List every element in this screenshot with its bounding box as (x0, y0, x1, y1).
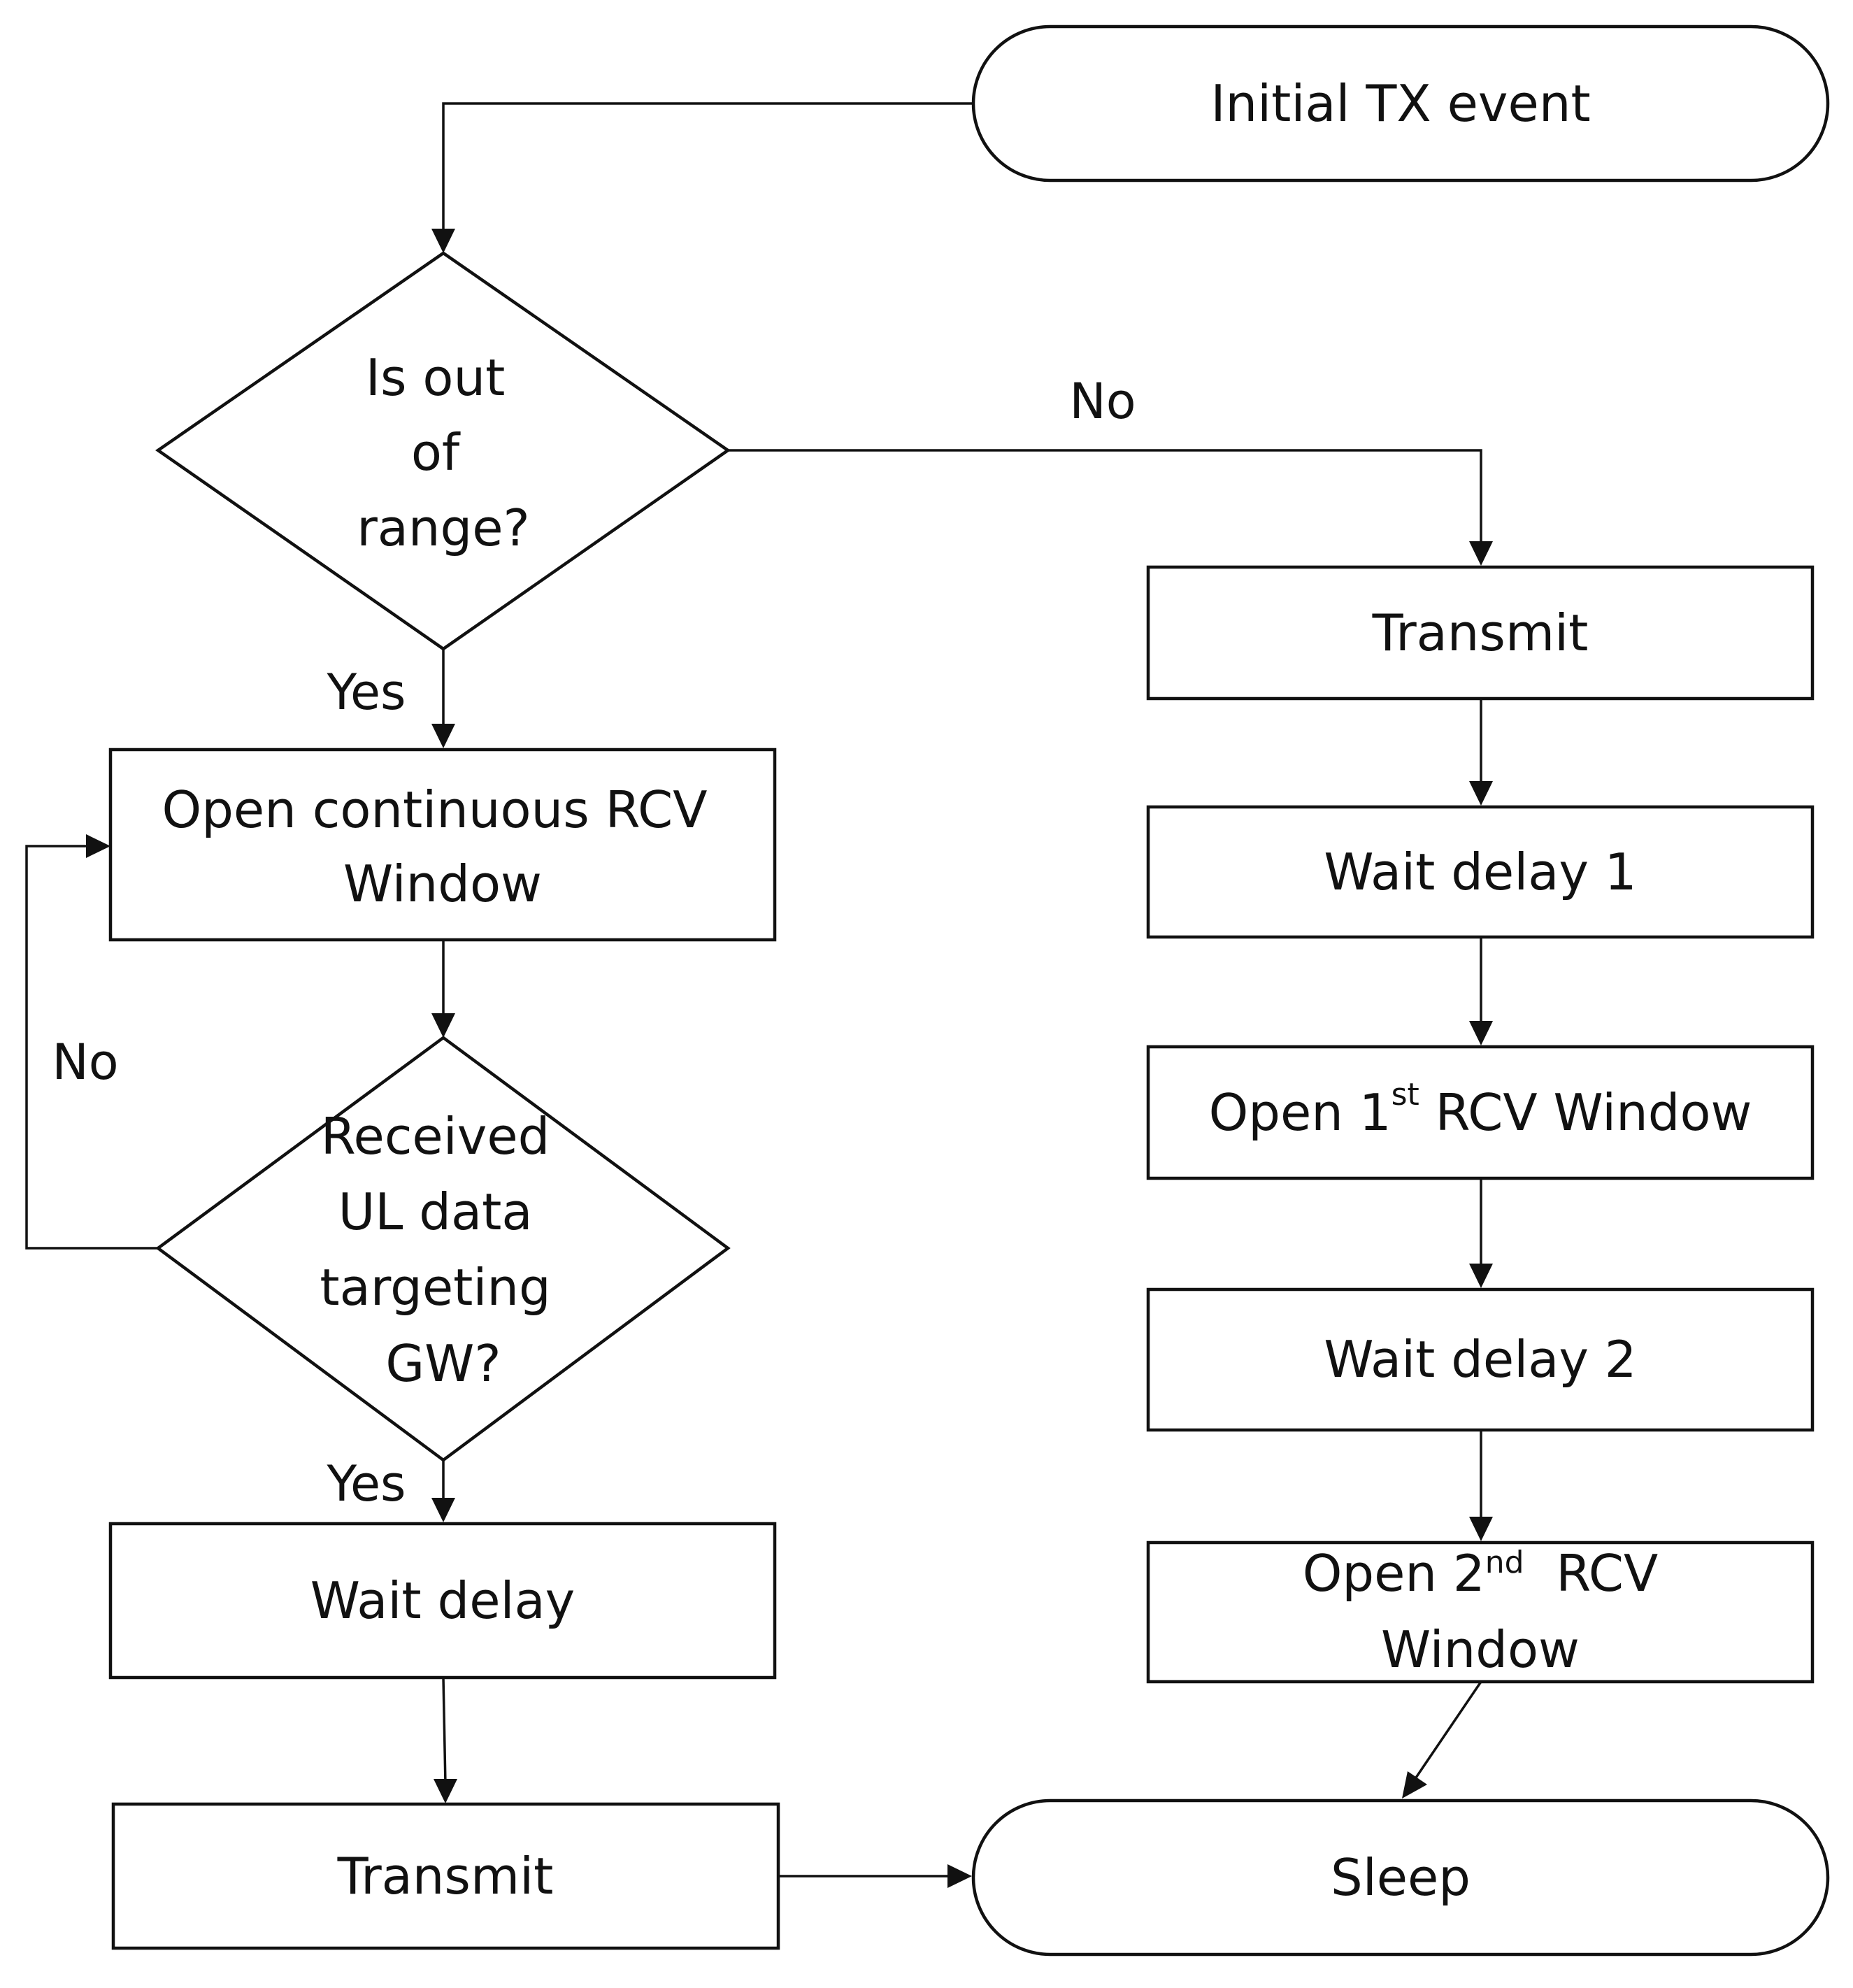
process-open-1st-window: Open 1st RCV Window (1146, 1045, 1815, 1180)
edge-open1-to-wait2 (1469, 1178, 1493, 1288)
wait-delay-label: Wait delay (310, 1571, 575, 1630)
process-wait-delay-2: Wait delay 2 (1146, 1287, 1815, 1432)
decision-out-of-range: Is out of range? (155, 251, 731, 651)
decision-received-ul-data-label: Received UL data targeting GW? (320, 1107, 566, 1393)
process-transmit-left: Transmit (111, 1802, 780, 1950)
start-terminator: Initial TX event (971, 24, 1830, 183)
edge-transmit-to-wait1 (1469, 699, 1493, 806)
edge-open-window-to-received-check (431, 940, 455, 1038)
open-2nd-window-label-line1: Open 2nd RCV (1303, 1544, 1659, 1603)
edge-range-yes-to-open-window (431, 649, 455, 748)
process-open-2nd-window: Open 2nd RCV Window (1146, 1540, 1815, 1684)
edge-transmit-to-sleep (778, 1864, 972, 1888)
decision-received-ul-data: Received UL data targeting GW? (155, 1036, 731, 1462)
edge-label-received-yes: Yes (327, 1455, 406, 1513)
end-label: Sleep (1331, 1848, 1471, 1907)
edge-label-received-no: No (52, 1034, 118, 1091)
process-open-continuous-window: Open continuous RCV Window (108, 748, 777, 942)
transmit-right-label: Transmit (1372, 603, 1589, 662)
edge-start-to-range-check (431, 102, 973, 253)
start-label: Initial TX event (1210, 74, 1590, 133)
open-2nd-window-label-line2: Window (1381, 1620, 1580, 1679)
open-1st-window-label: Open 1st RCV Window (1209, 1077, 1752, 1143)
edge-label-range-no: No (1069, 373, 1136, 430)
edge-received-no-loop (25, 834, 158, 1250)
transmit-left-label: Transmit (337, 1847, 554, 1905)
wait-delay-1-label: Wait delay 1 (1324, 843, 1636, 901)
open-continuous-window-label: Open continuous RCV Window (162, 780, 724, 913)
edge-wait1-to-open1 (1469, 937, 1493, 1045)
edge-label-range-yes: Yes (327, 664, 406, 721)
edge-received-yes-to-wait (431, 1460, 455, 1522)
edge-wait2-to-open2 (1469, 1430, 1493, 1541)
end-terminator: Sleep (971, 1799, 1830, 1957)
edge-wait-to-transmit (434, 1677, 457, 1803)
edge-range-no-to-transmit (728, 449, 1493, 566)
decision-out-of-range-label: Is out of range? (357, 348, 530, 557)
edge-open2-to-sleep (1402, 1681, 1482, 1799)
process-wait-delay: Wait delay (108, 1522, 777, 1680)
process-transmit-right: Transmit (1146, 565, 1815, 701)
wait-delay-2-label: Wait delay 2 (1324, 1330, 1636, 1389)
process-wait-delay-1: Wait delay 1 (1146, 805, 1815, 939)
